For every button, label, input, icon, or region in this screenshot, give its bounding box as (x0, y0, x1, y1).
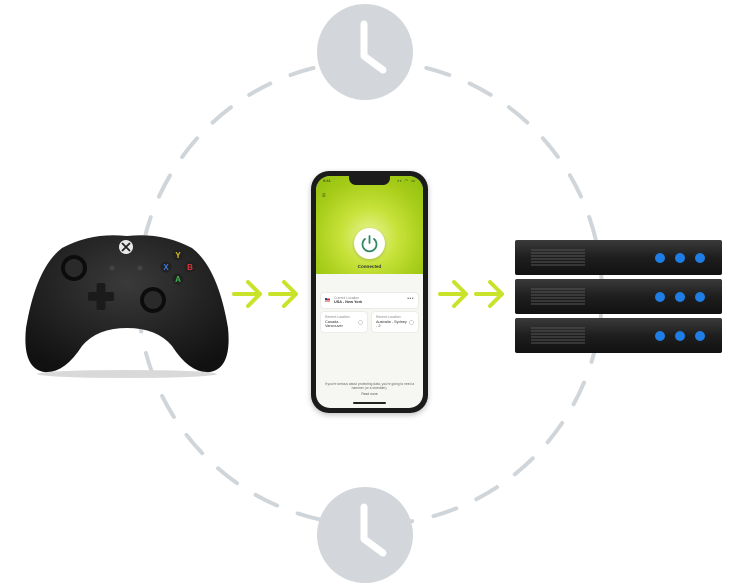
status-time: 9:41 (323, 178, 331, 183)
current-location-label: Current Location (334, 295, 360, 300)
server-unit (515, 279, 722, 314)
us-flag-icon (325, 298, 330, 302)
home-indicator (353, 402, 386, 404)
clock-icon (317, 4, 413, 100)
recent-location-label: Recent Location (376, 315, 401, 319)
recent-location-card[interactable]: Recent Location Canada - Vancouver (321, 312, 367, 332)
menu-icon[interactable]: ≡ (322, 193, 326, 199)
connection-status: Connected (357, 264, 382, 269)
info-icon[interactable] (409, 320, 414, 325)
svg-text:B: B (187, 263, 193, 272)
footer-text: If you're serious about protecting data,… (324, 382, 415, 391)
arrow-right-icon (232, 278, 302, 310)
svg-text:A: A (175, 275, 181, 284)
current-location-value: USA - New York (334, 300, 363, 304)
connection-hero (316, 176, 423, 274)
svg-text:Y: Y (175, 251, 181, 260)
more-icon[interactable]: ••• (407, 296, 414, 302)
current-location-card[interactable]: Current Location USA - New York ••• (321, 293, 418, 308)
vpn-app-screen: 9:41 ▪▪ ◠ ▭ ≡ Connected Current Location… (316, 176, 423, 408)
server-rack (515, 240, 722, 353)
server-unit (515, 318, 722, 353)
read-more-link[interactable]: Read more (361, 392, 378, 396)
arrow-right-icon (438, 278, 508, 310)
info-icon[interactable] (358, 320, 363, 325)
power-icon (361, 235, 378, 253)
clock-icon (317, 487, 413, 583)
recent-location-card[interactable]: Recent Location Australia - Sydney - 2 (372, 312, 418, 332)
recent-location-value: Canada - Vancouver (325, 320, 343, 328)
phone-notch (349, 176, 390, 185)
recent-location-value: Australia - Sydney - 2 (376, 320, 407, 328)
smartphone: 9:41 ▪▪ ◠ ▭ ≡ Connected Current Location… (311, 171, 428, 413)
server-unit (515, 240, 722, 275)
recent-location-label: Recent Location (325, 315, 350, 319)
xbox-controller: Y X B A (25, 235, 229, 378)
status-icons: ▪▪ ◠ ▭ (397, 178, 416, 183)
power-button[interactable] (354, 228, 385, 259)
svg-text:X: X (163, 263, 169, 272)
